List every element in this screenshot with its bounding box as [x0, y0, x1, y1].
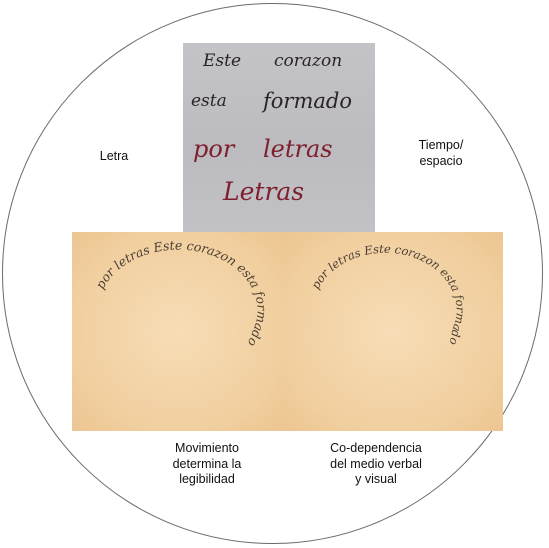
label-line: del medio verbal [313, 457, 439, 473]
label-tiempo-espacio: Tiempo/ espacio [396, 138, 486, 169]
label-movimiento: Movimiento determina la legibilidad [152, 441, 262, 488]
label-line: legibilidad [152, 472, 262, 488]
ring-text-right: por letras Este corazon esta formado [308, 242, 467, 347]
label-line: Co-dependencia [313, 441, 439, 457]
label-line: Tiempo/ [396, 138, 486, 154]
label-codependencia: Co-dependencia del medio verbal y visual [313, 441, 439, 488]
label-letra-text: Letra [85, 149, 143, 165]
label-line: y visual [313, 472, 439, 488]
ring-text-left: por letras Este corazon esta formado [92, 238, 269, 350]
label-letra: Letra [85, 149, 143, 165]
label-line: Movimiento [152, 441, 262, 457]
label-line: determina la [152, 457, 262, 473]
label-line: espacio [396, 154, 486, 170]
